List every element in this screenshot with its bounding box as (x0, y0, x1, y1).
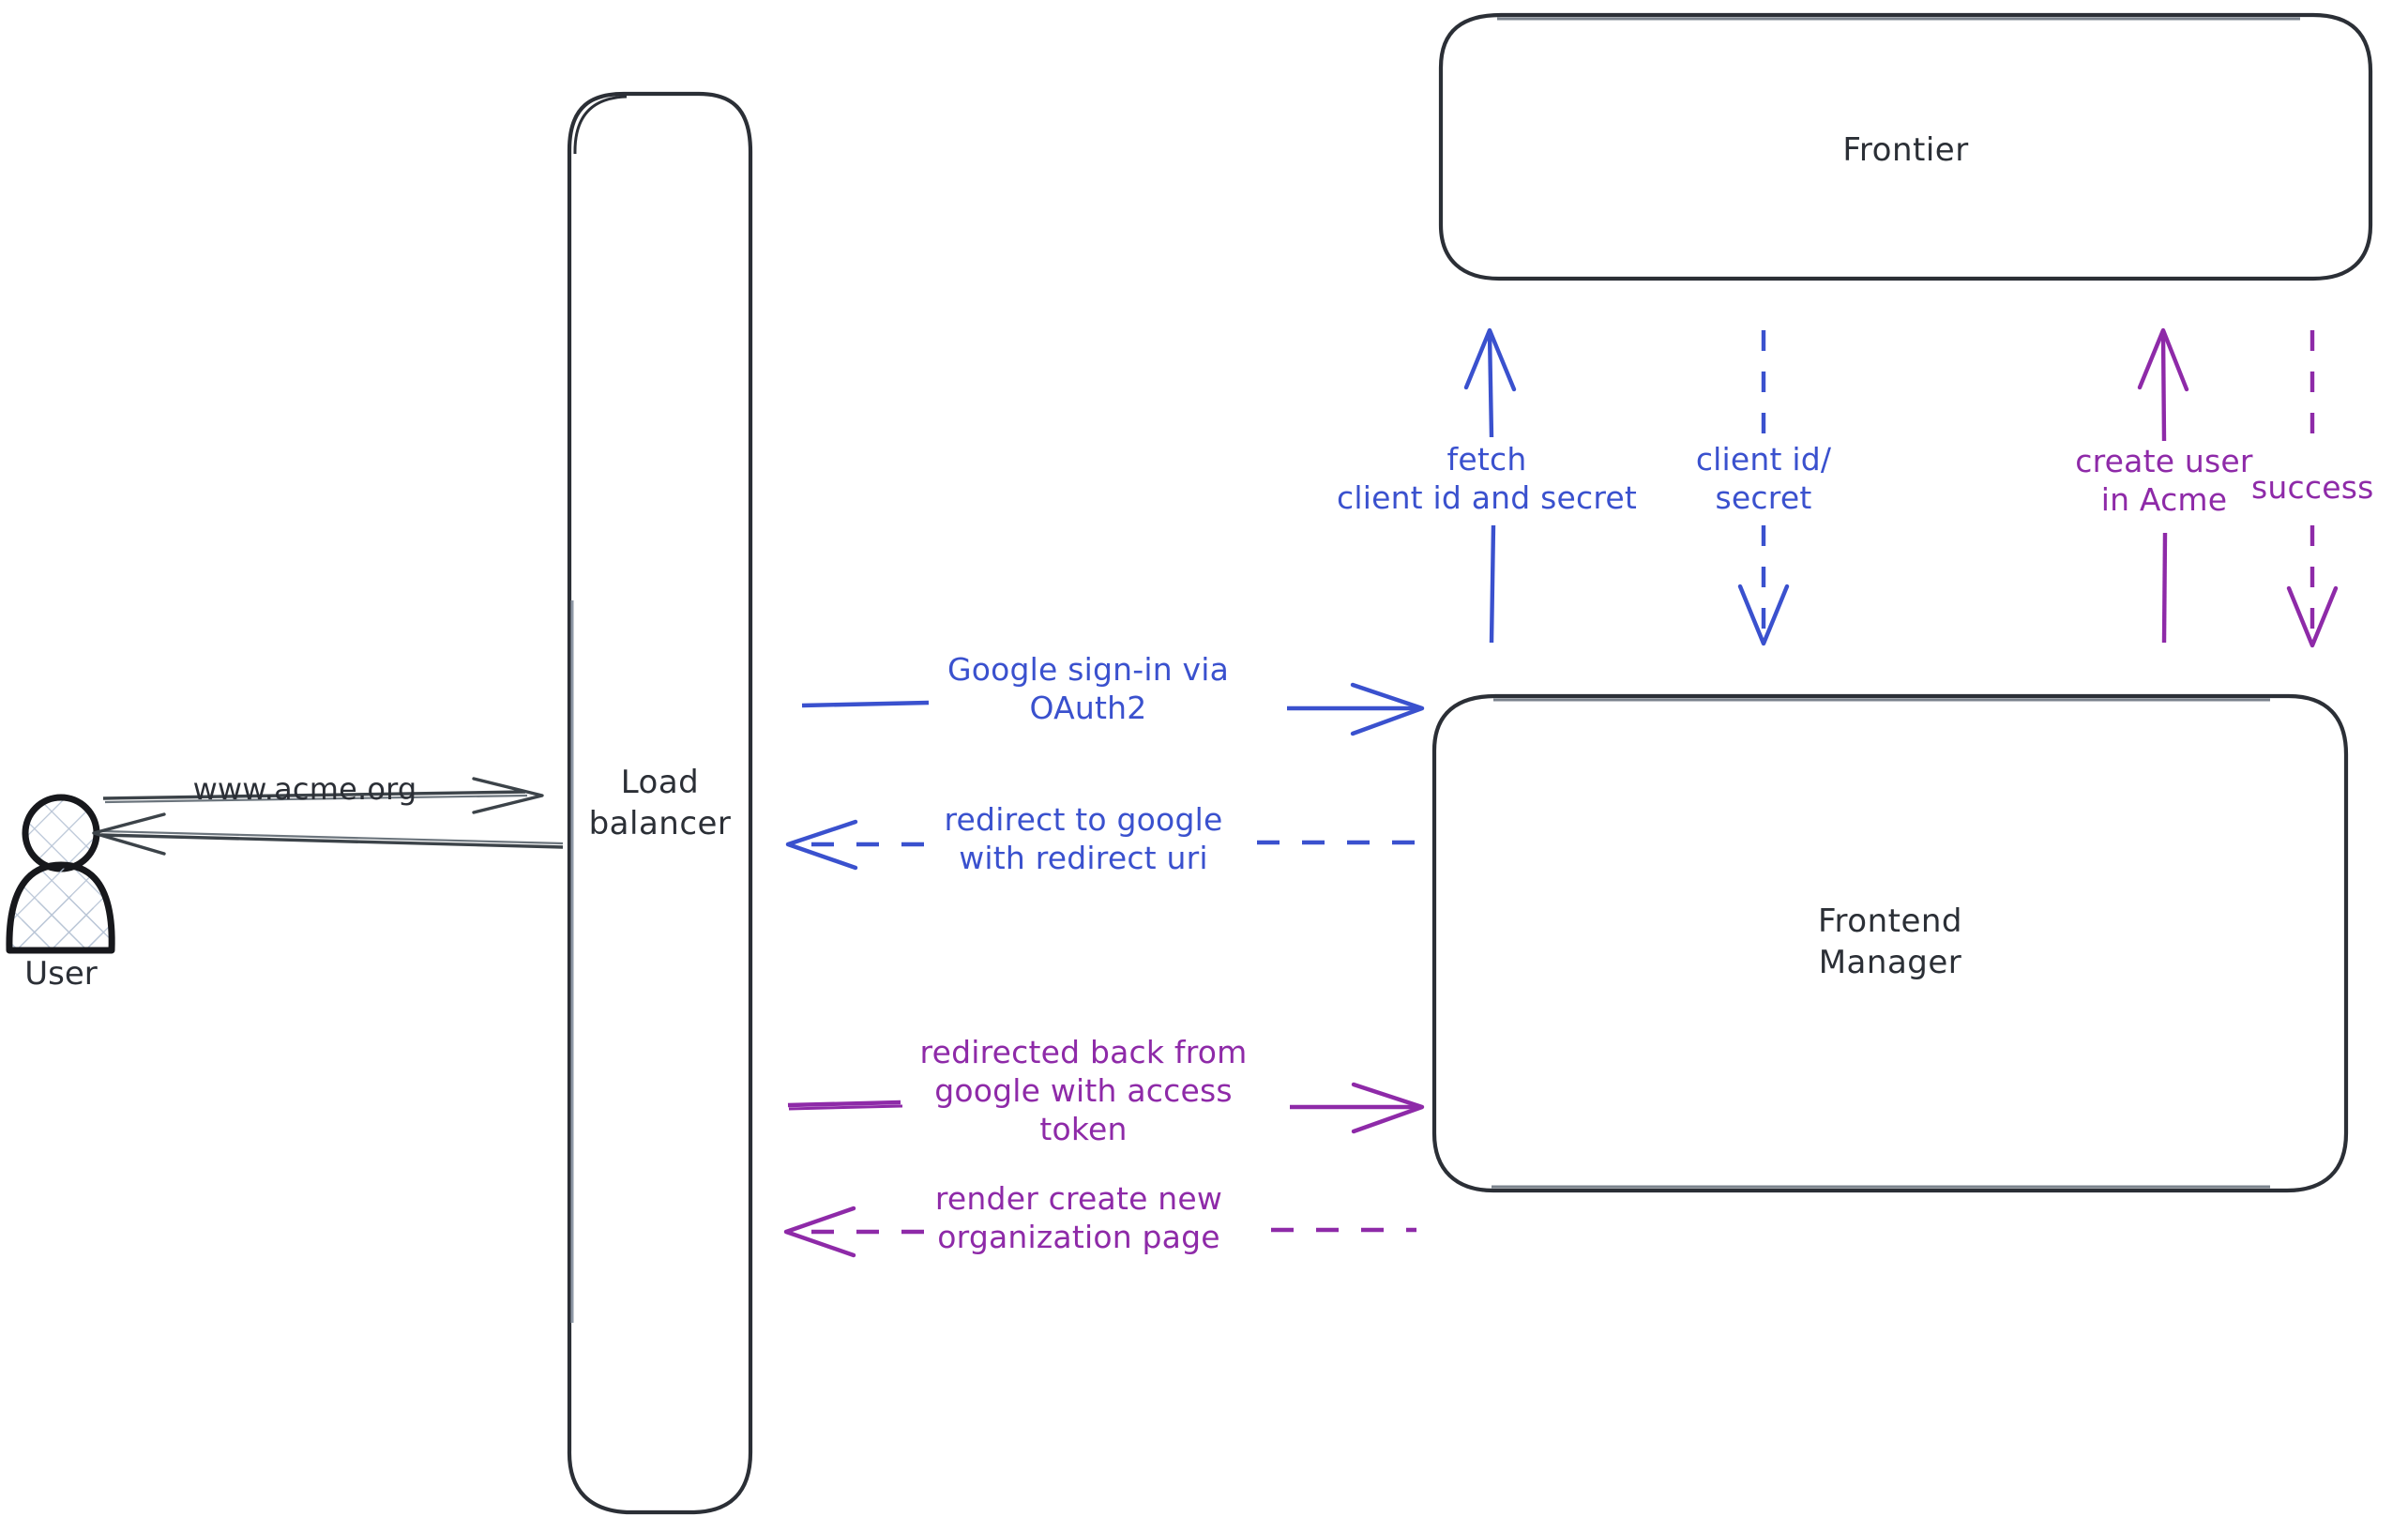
edge-label-fetch-client-id-and-secret: fetch client id and secret (1336, 441, 1638, 516)
edge-fm-to-frontier-create-user (2137, 327, 2189, 644)
edge-lb-to-fm-token (787, 1082, 1425, 1134)
edge-label-redirected-back-with-token: redirected back from google with access … (919, 1034, 1248, 1147)
node-load-balancer[interactable] (567, 91, 753, 1515)
edge-label-success: success (2251, 469, 2374, 506)
edge-label-user-to-lb: www.acme.org (192, 771, 417, 807)
edge-fm-to-lb-redirect (785, 819, 1416, 871)
edge-label-google-signin-via-oauth2: Google sign-in via OAuth2 (947, 651, 1230, 726)
actor-label-user: User (24, 955, 98, 993)
node-frontend-manager[interactable] (1431, 693, 2349, 1193)
edge-fm-to-frontier-fetch (1463, 327, 1517, 644)
edge-lb-to-user (92, 812, 564, 856)
edge-label-redirect-to-google: redirect to google with redirect uri (944, 801, 1223, 876)
edge-fm-to-lb-render (783, 1206, 1416, 1258)
edge-label-render-create-new-org: render create new organization page (934, 1180, 1223, 1255)
person-icon (6, 794, 115, 954)
edge-user-to-lb (102, 777, 544, 814)
edge-label-client-id-secret: client id/ secret (1695, 441, 1832, 516)
edge-lb-to-fm-signin (801, 682, 1425, 736)
node-frontier[interactable] (1438, 12, 2373, 281)
edge-label-create-user-in-acme: create user in Acme (2075, 443, 2253, 518)
edge-frontier-to-fm-credentials (1737, 330, 1790, 646)
edge-frontier-to-fm-success (2286, 330, 2339, 648)
